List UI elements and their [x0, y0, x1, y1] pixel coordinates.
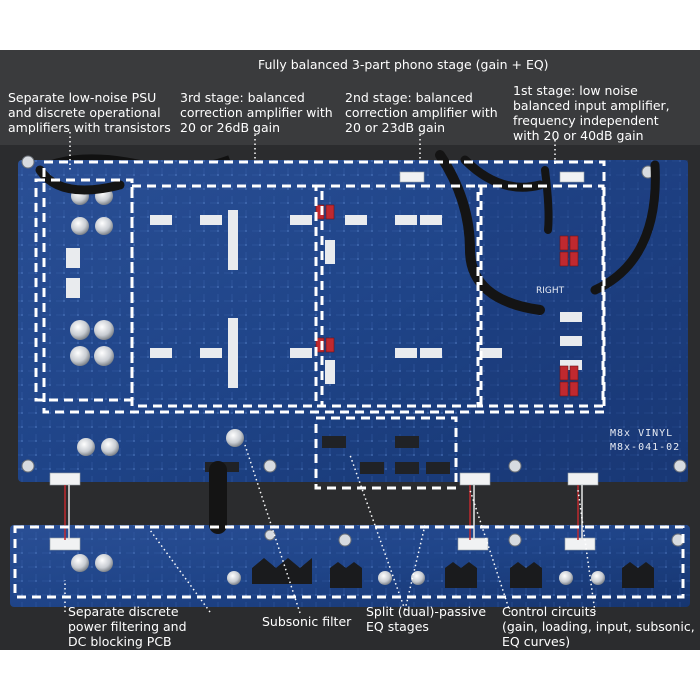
control-circuits-label: Control circuits (gain, loading, input, … [502, 604, 695, 649]
pcb-part-print: M8x-041-02 [610, 442, 681, 453]
pcb-model-print: M8x VINYL [610, 428, 674, 439]
subsonic-label: Subsonic filter [262, 614, 352, 629]
stage2-label: 2nd stage: balanced correction amplifier… [345, 90, 498, 135]
psu-label: Separate low-noise PSU and discrete oper… [8, 90, 171, 135]
stage1-box [476, 184, 605, 408]
highlight-boxes [13, 160, 685, 599]
psu-capacitors [70, 187, 244, 572]
lower-board-box [13, 525, 685, 599]
stage3-label: 3rd stage: balanced correction amplifier… [180, 90, 333, 135]
red-relays [315, 204, 579, 397]
leader-lines [64, 130, 596, 614]
mounting-screws [21, 155, 687, 547]
connectors [49, 171, 599, 551]
split-eq-label: Split (dual)-passive EQ stages [366, 604, 487, 634]
power-filter-label: Separate discrete power filtering and DC… [68, 604, 187, 649]
pcb-channel-print: RIGHT [536, 286, 565, 296]
smd-components [66, 210, 582, 388]
stage1-label: 1st stage: low noise balanced input ampl… [513, 83, 670, 143]
phono-stage-header: Fully balanced 3-part phono stage (gain … [258, 57, 549, 72]
psu-box [34, 178, 134, 402]
cables [35, 150, 660, 534]
stage2-box [314, 184, 483, 408]
heatsinks [252, 558, 654, 588]
